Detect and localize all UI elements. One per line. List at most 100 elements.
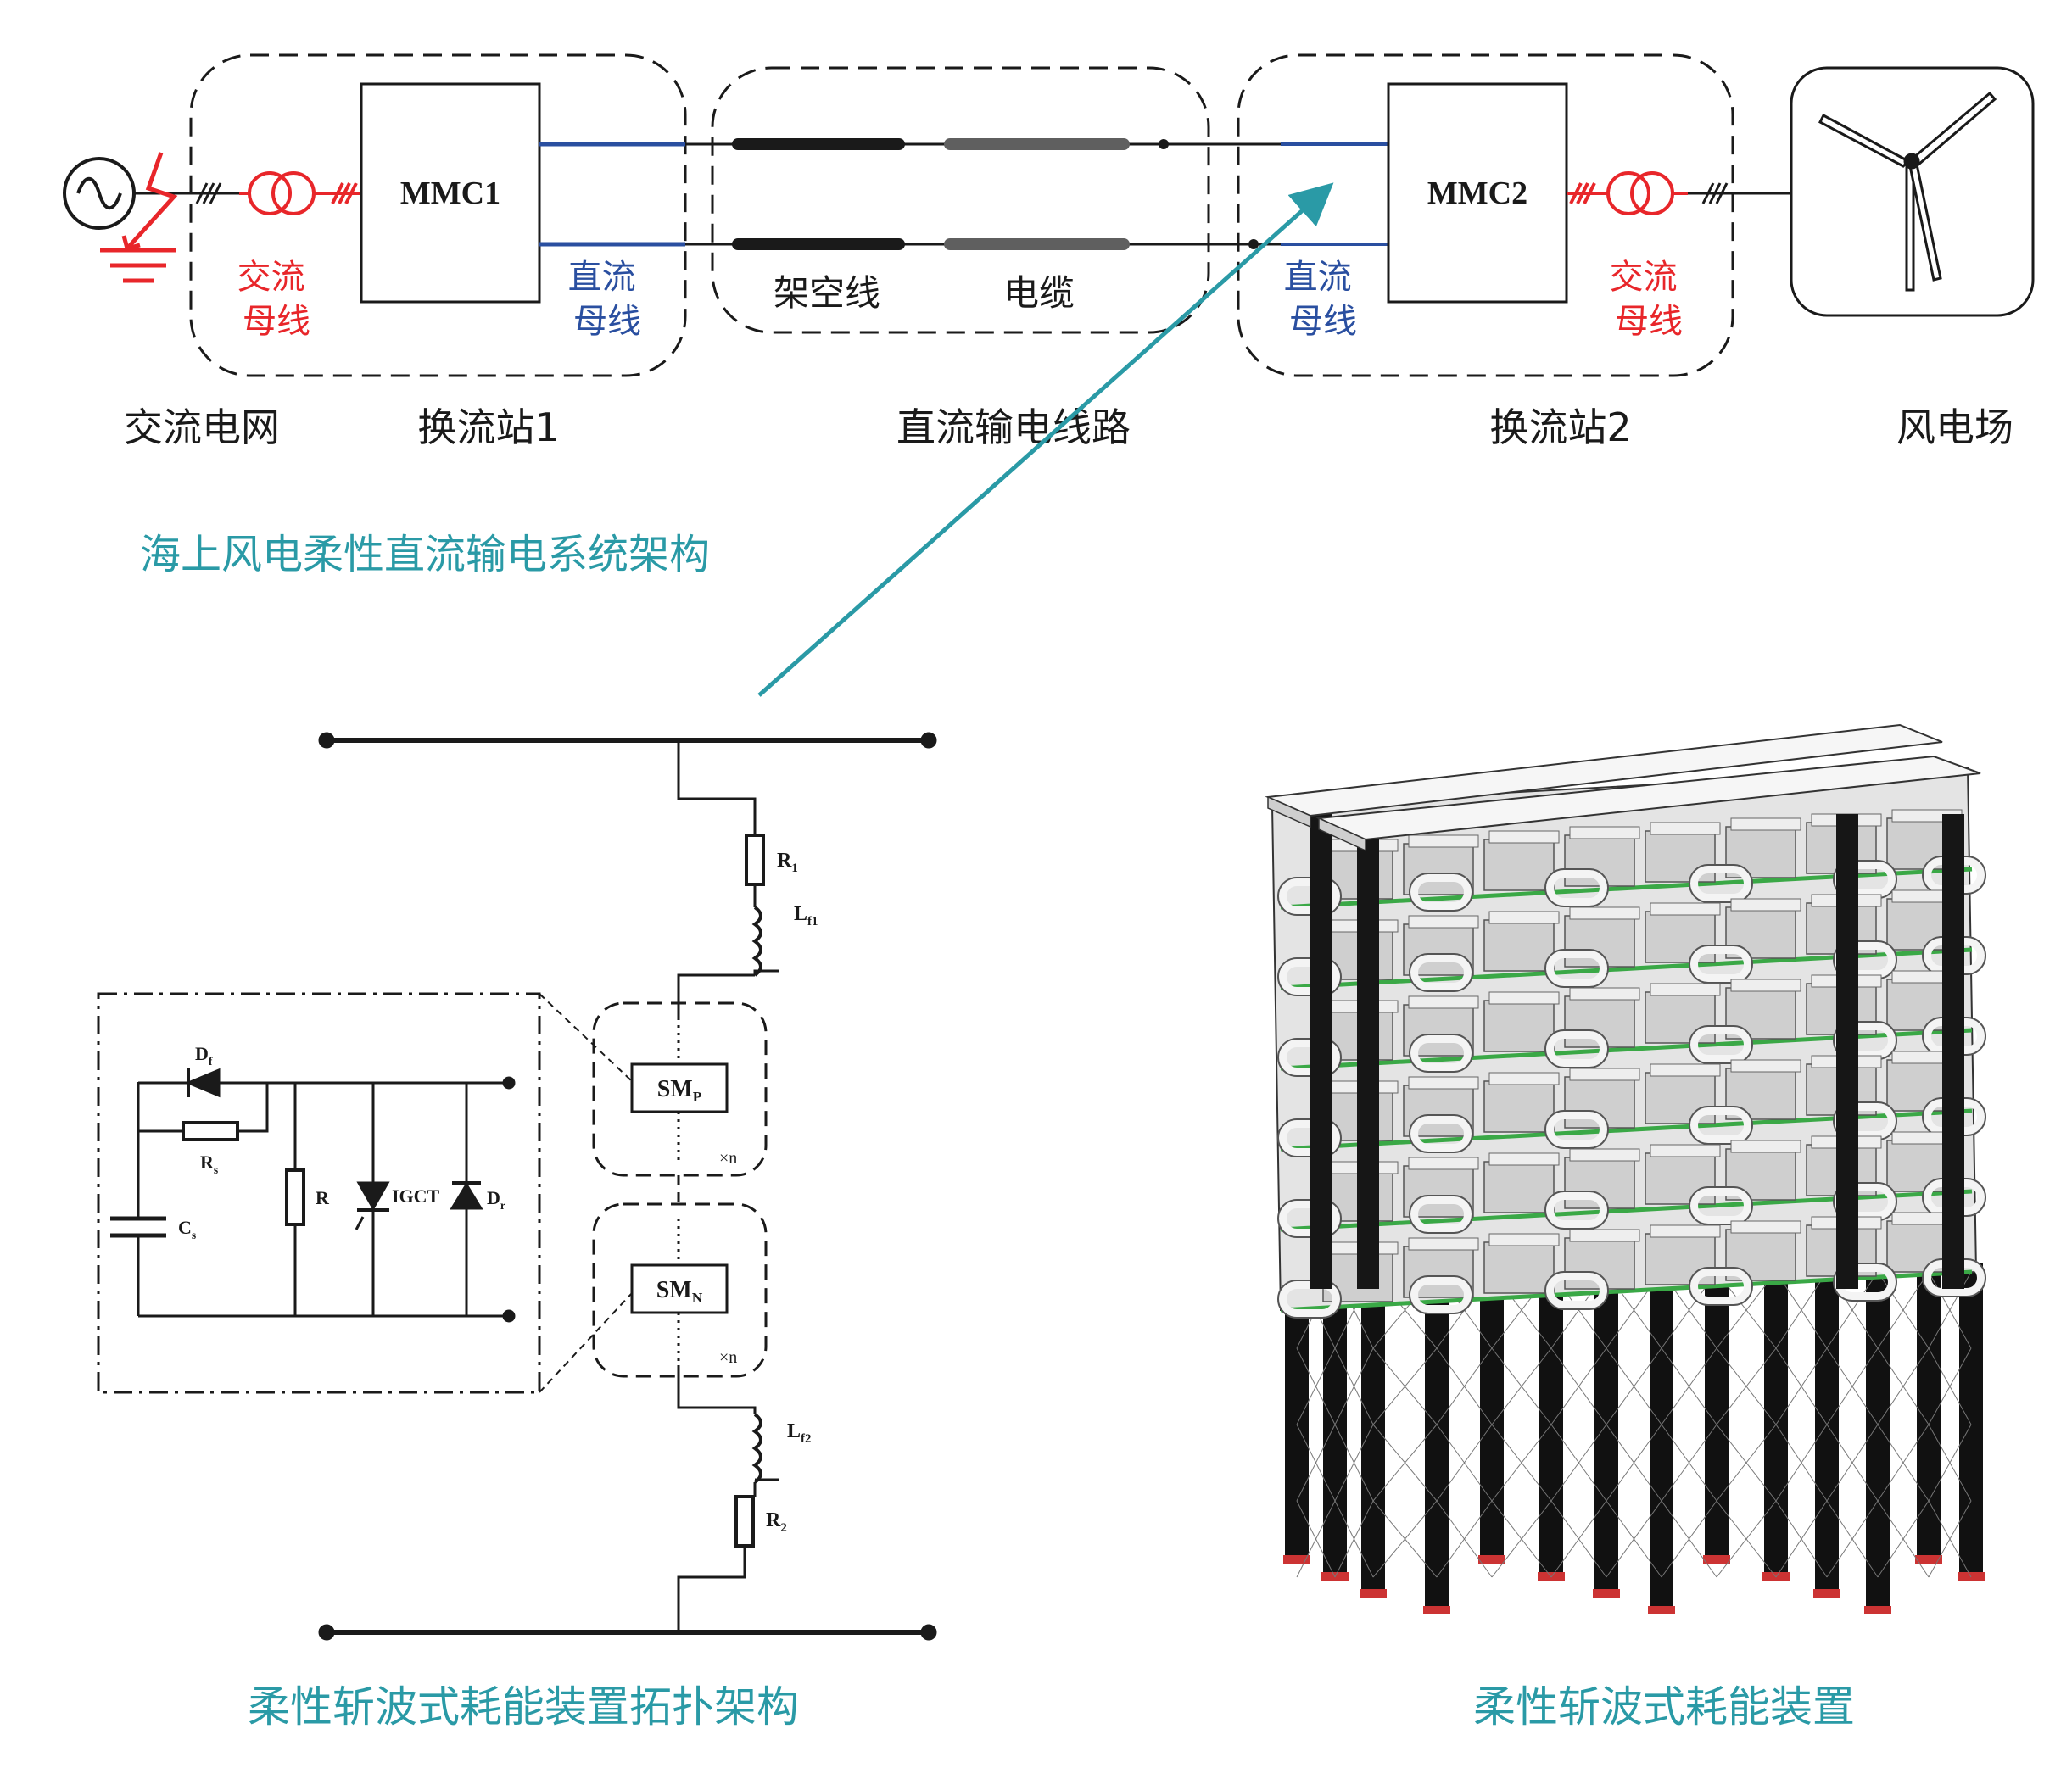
device-ring-outline [1689, 1186, 1753, 1225]
device-ring-outline [1689, 1267, 1753, 1306]
device-ring [1545, 1191, 1608, 1229]
device-module [1645, 911, 1716, 963]
device-leg [1917, 1255, 1941, 1560]
station1-label: 换流站1 [417, 404, 559, 450]
device-module-top [1569, 1068, 1640, 1081]
device-leg-foot [1593, 1589, 1620, 1598]
device-module [1645, 991, 1716, 1044]
device-module [1483, 919, 1555, 972]
device-module-top [1650, 822, 1721, 835]
device-module-top [1730, 979, 1801, 992]
device-brace [1661, 1424, 1717, 1502]
smn-label: SMN [656, 1277, 703, 1306]
topology-caption: 柔性斩波式耗能装置拓扑架构 [248, 1682, 799, 1732]
device-ring-outline [1689, 945, 1753, 984]
device-module-top [1569, 1229, 1640, 1242]
device-brace [1928, 1347, 1972, 1425]
device-module-top [1569, 826, 1640, 839]
dr-label: Dr [487, 1187, 505, 1212]
device-module-top [1408, 1237, 1479, 1251]
r-label: R [316, 1187, 330, 1208]
device-ring [1410, 1034, 1472, 1072]
mmc2-block [1387, 82, 1568, 304]
device-brace [1775, 1500, 1828, 1578]
device-ring-outline [1544, 1029, 1609, 1068]
device-leg-foot [1813, 1589, 1840, 1598]
cable-label: 电缆 [1003, 272, 1075, 314]
station2-label: 换流站2 [1489, 404, 1631, 450]
device-ring [1410, 1276, 1472, 1313]
mmc1-label: MMC1 [400, 176, 500, 211]
r2-label: R2 [766, 1509, 787, 1535]
dc-bus-right-label: 直流 母线 [1284, 258, 1363, 341]
device-ring [1545, 1030, 1608, 1068]
device-brace [1661, 1500, 1717, 1578]
device-brace [1606, 1424, 1662, 1502]
device-pillar [1942, 814, 1964, 1289]
fault-ground-icon [100, 152, 178, 283]
device-module [1645, 1152, 1716, 1205]
device-module [1483, 1080, 1555, 1133]
smn-group [592, 1202, 768, 1378]
transformer-icon [1567, 171, 1688, 215]
device-brace [1826, 1424, 1879, 1502]
device-brace [1716, 1500, 1777, 1578]
device-leg-foot [1864, 1606, 1891, 1614]
device-brace [1436, 1347, 1493, 1425]
device-ring [1410, 1196, 1472, 1233]
device-brace [1296, 1347, 1336, 1425]
device-brace [1826, 1500, 1879, 1578]
device-brace [1372, 1424, 1438, 1502]
dc-line-label: 直流输电线路 [896, 404, 1131, 450]
device-ring-outline [1689, 1106, 1753, 1145]
device-brace [1928, 1500, 1972, 1578]
device-ring-outline [1277, 1280, 1342, 1319]
device-brace [1491, 1424, 1552, 1502]
device-brace [1436, 1500, 1493, 1578]
device-ring-outline [1277, 1038, 1342, 1077]
device-brace [1491, 1347, 1552, 1425]
r1-resistor [745, 834, 765, 886]
device-ring-outline [1409, 1034, 1473, 1073]
device-ring-outline [1409, 1114, 1473, 1153]
submodule-circuit [110, 1068, 516, 1323]
device-brace [1826, 1271, 1879, 1349]
device-module-top [1488, 1152, 1560, 1166]
device-brace [1491, 1500, 1552, 1578]
device-ring-outline [1277, 957, 1342, 996]
device-ring [1689, 1026, 1752, 1063]
rs-resistor [182, 1121, 239, 1141]
wind-turbine-icon [1818, 91, 1997, 292]
device-ring-outline [1689, 864, 1753, 903]
device-leg-foot [1360, 1589, 1387, 1598]
rs-label: Rs [200, 1152, 218, 1176]
overhead-line-label: 架空线 [774, 272, 880, 314]
device-pillar [1836, 814, 1858, 1289]
device-module [1645, 1233, 1716, 1285]
device-leg-foot [1915, 1555, 1942, 1564]
device-brace [1296, 1424, 1336, 1502]
device-brace [1661, 1347, 1717, 1425]
device-leg [1959, 1263, 1983, 1577]
igct-thyristor [356, 1181, 390, 1212]
device-ring [1278, 958, 1341, 995]
device-brace [1928, 1424, 1972, 1502]
device-brace [1550, 1424, 1607, 1502]
device-ring [1278, 1039, 1341, 1076]
device-brace [1550, 1500, 1607, 1578]
device-ring [1689, 1187, 1752, 1224]
mmc2-label: MMC2 [1427, 176, 1527, 211]
dr-diode [450, 1182, 483, 1210]
device-brace [1436, 1424, 1493, 1502]
device-module-top [1650, 902, 1721, 916]
device-leg [1480, 1263, 1504, 1560]
transformer-icon [239, 171, 360, 215]
ac-grid-label: 交流电网 [124, 404, 280, 450]
device-brace [1372, 1500, 1438, 1578]
lf2-label: Lf2 [787, 1420, 811, 1446]
device-leg [1764, 1255, 1788, 1577]
device-leg-foot [1423, 1606, 1450, 1614]
device-brace [1877, 1271, 1930, 1349]
device-brace [1334, 1500, 1374, 1578]
